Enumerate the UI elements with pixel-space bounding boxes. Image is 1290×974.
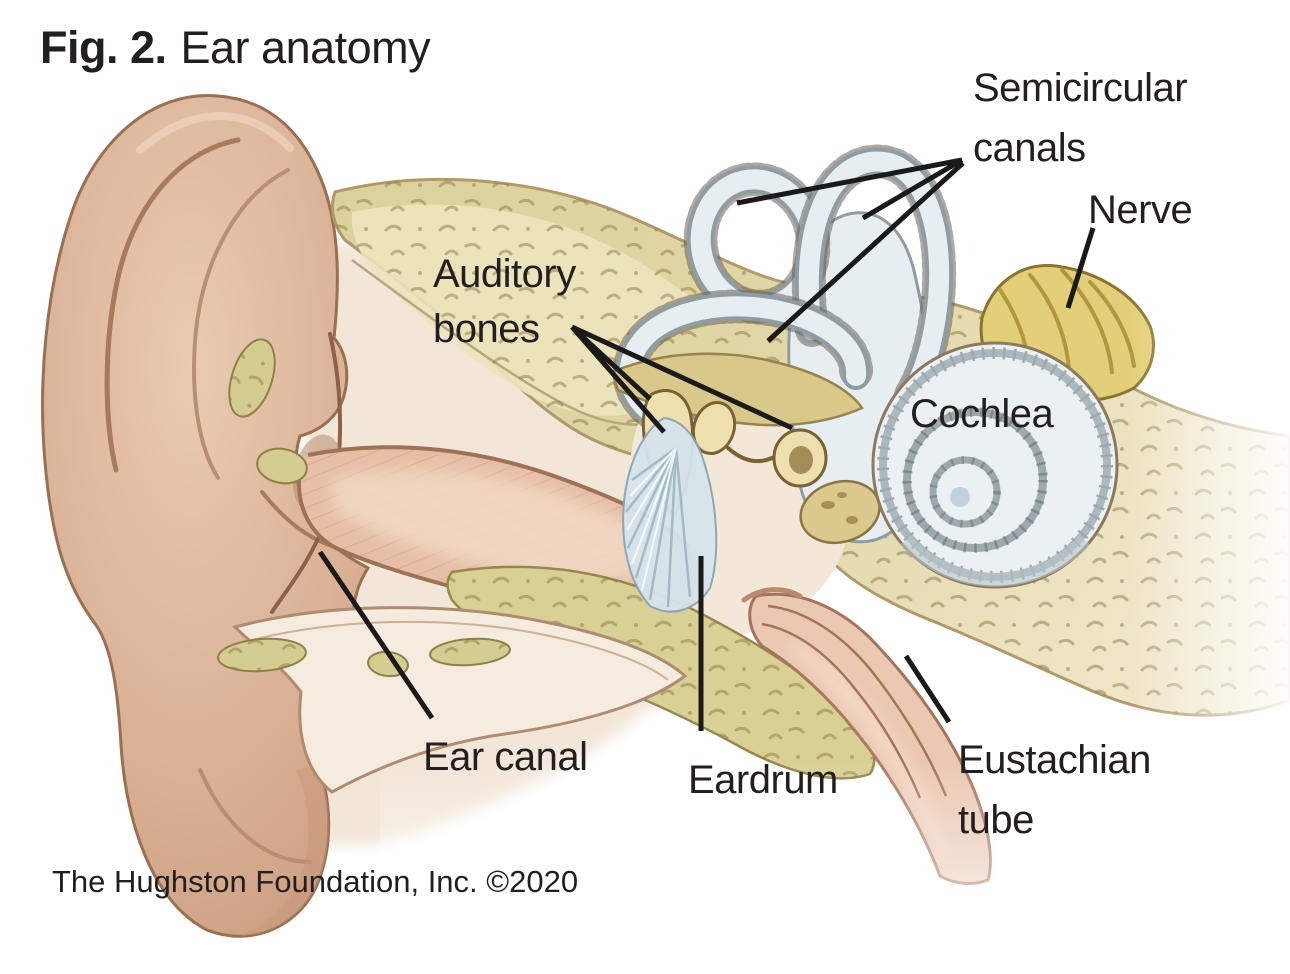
leader-lines <box>317 157 1096 731</box>
label-semicircular-canals: Semicircular canals <box>973 66 1188 170</box>
label-cochlea: Cochlea <box>910 392 1054 436</box>
figure-number: Fig. 2. <box>40 22 167 73</box>
label-auditory-bones: Auditory bones <box>433 252 576 352</box>
credit-line: The Hughston Foundation, Inc. ©2020 <box>52 864 579 899</box>
label-nerve: Nerve <box>1088 188 1193 232</box>
posterior-canal-loop <box>791 144 957 417</box>
figure-title-text: Ear anatomy <box>180 22 431 73</box>
promontory-bone <box>799 479 881 545</box>
leader-ear-canal <box>317 550 435 720</box>
cochlea-spiral <box>871 341 1119 589</box>
label-eustachian-tube: Eustachian tube <box>958 738 1151 842</box>
fade-bottom <box>380 760 1290 974</box>
leader-eustachian-tube <box>903 654 952 724</box>
eardrum-membrane <box>622 416 718 613</box>
label-eardrum: Eardrum <box>688 758 838 802</box>
semicircular-canals <box>612 144 957 445</box>
leader-nerve <box>1065 227 1096 309</box>
canal-floor-cartilage <box>217 338 688 794</box>
figure-title: Fig. 2. Ear anatomy <box>40 22 431 74</box>
leader-auditory-bones <box>570 324 794 434</box>
leader-semicircular-canals <box>736 157 965 343</box>
incus-bone <box>691 401 737 455</box>
label-ear-canal: Ear canal <box>423 735 588 779</box>
